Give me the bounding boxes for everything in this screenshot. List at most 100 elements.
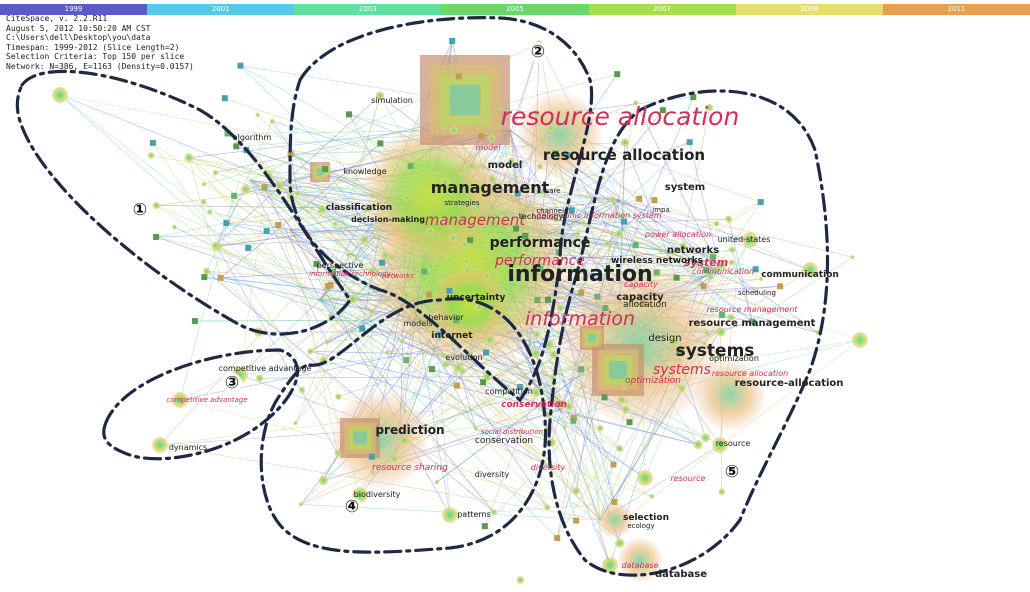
network-node xyxy=(727,313,735,322)
keyword-label: model xyxy=(476,143,502,152)
node-square xyxy=(455,73,462,80)
node-square xyxy=(514,190,521,197)
keyword-label: resource management xyxy=(706,305,798,314)
node-square xyxy=(749,318,756,325)
network-node xyxy=(399,339,404,344)
network-edge xyxy=(189,157,267,172)
keyword-label: selection xyxy=(623,513,669,523)
network-edge xyxy=(624,142,677,278)
time-slice-color-bar: 1999 2001 2003 2005 2007 2009 2011 xyxy=(0,4,1030,15)
network-node xyxy=(255,112,260,118)
network-node xyxy=(679,242,687,250)
network-node xyxy=(602,557,618,573)
network-node xyxy=(609,196,616,203)
year-label: 2005 xyxy=(506,5,524,13)
keyword-label: optimization xyxy=(709,354,759,363)
node-square xyxy=(379,259,386,266)
time-slice-segment: 2009 xyxy=(735,4,883,15)
keyword-label: dynamics xyxy=(169,443,207,452)
keyword-label: communication xyxy=(692,267,754,276)
network-node xyxy=(152,437,168,453)
network-node xyxy=(487,134,496,143)
network-node xyxy=(448,233,458,243)
node-halo xyxy=(430,265,510,345)
network-node xyxy=(728,246,736,254)
node-square xyxy=(611,498,618,505)
node-square xyxy=(537,265,544,272)
cluster-number-badge xyxy=(342,497,362,517)
time-slice-segment: 2007 xyxy=(588,4,736,15)
node-square xyxy=(522,232,529,239)
node-square xyxy=(601,394,608,401)
node-square xyxy=(345,111,352,118)
keyword-label: diversity xyxy=(531,463,566,472)
year-label: 2011 xyxy=(947,5,966,13)
network-node xyxy=(580,267,588,275)
node-square xyxy=(245,244,252,251)
node-halo xyxy=(597,502,633,538)
network-node xyxy=(499,106,504,112)
cluster-number-label: ④ xyxy=(345,497,359,517)
network-node xyxy=(335,393,342,400)
network-node xyxy=(507,157,515,164)
keyword-label: capacity xyxy=(624,280,658,289)
network-node xyxy=(403,409,408,414)
network-node xyxy=(294,190,301,197)
year-label: 1999 xyxy=(64,5,83,13)
keyword-label: systems xyxy=(676,341,755,361)
network-edge xyxy=(607,198,751,241)
time-slice-segment: 2011 xyxy=(882,4,1030,15)
network-edge xyxy=(220,143,381,279)
year-label: 2007 xyxy=(653,5,672,13)
node-square xyxy=(534,297,541,304)
year-label: 2001 xyxy=(211,5,230,13)
keyword-label: channels xyxy=(536,207,568,215)
network-node xyxy=(626,314,635,324)
keyword-label: competition xyxy=(485,387,533,396)
node-square xyxy=(481,523,488,530)
node-square xyxy=(263,227,270,234)
keyword-label: database xyxy=(621,561,658,570)
network-node xyxy=(704,330,710,336)
keyword-label: conservation xyxy=(501,400,567,410)
network-node xyxy=(345,252,351,257)
cluster-number-label: ⑤ xyxy=(725,462,739,482)
network-node xyxy=(533,109,540,117)
network-node xyxy=(440,177,450,188)
network-node xyxy=(655,326,661,331)
network-node xyxy=(152,201,161,210)
node-halo xyxy=(618,538,662,582)
network-node xyxy=(575,231,581,236)
node-square xyxy=(578,289,585,296)
network-edge xyxy=(284,218,451,516)
network-node xyxy=(670,250,676,256)
network-node xyxy=(530,348,541,359)
network-node xyxy=(658,248,663,254)
network-node xyxy=(728,259,735,266)
network-node xyxy=(632,300,639,308)
network-edge xyxy=(550,442,577,521)
keyword-label: resource allocation xyxy=(543,146,705,164)
year-label: 2003 xyxy=(358,5,377,13)
network-node xyxy=(212,169,219,176)
network-node xyxy=(482,165,487,170)
network-node xyxy=(521,245,532,255)
keyword-label: behavior xyxy=(428,313,464,322)
network-node xyxy=(184,153,194,163)
network-edge xyxy=(539,166,684,247)
network-node xyxy=(752,288,758,294)
network-node xyxy=(725,215,733,223)
time-slice-segment: 2001 xyxy=(147,4,295,15)
node-square xyxy=(359,325,366,332)
citation-ring-square xyxy=(609,361,627,379)
network-edge xyxy=(689,142,721,271)
keyword-label: strategies xyxy=(445,199,480,207)
network-node xyxy=(430,171,438,179)
node-square xyxy=(570,417,577,424)
network-edge xyxy=(703,286,753,322)
node-square xyxy=(594,293,601,300)
keyword-label: uncertainty xyxy=(447,293,506,303)
node-square xyxy=(573,517,580,524)
node-square xyxy=(568,207,575,214)
